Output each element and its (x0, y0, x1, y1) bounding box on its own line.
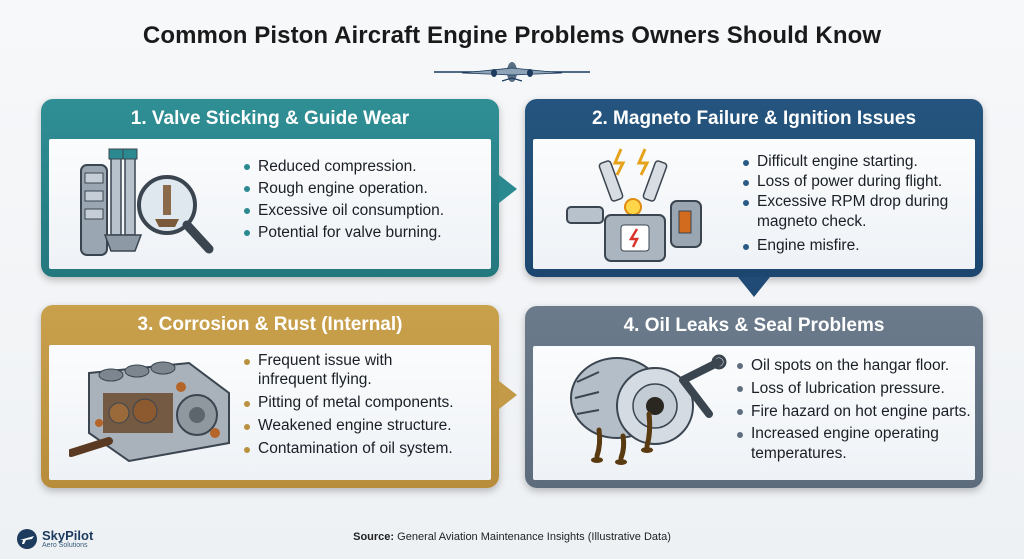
card-heading: 2. Magneto Failure & Ignition Issues (591, 108, 917, 129)
rusted-engine-block-icon (69, 361, 230, 463)
list-item: Loss of power during flight. (743, 172, 973, 192)
list-item: Engine misfire. (743, 236, 973, 256)
list-item: Reduced compression. (244, 156, 444, 178)
list-item: Frequent issue with infrequent flying. (244, 351, 464, 389)
card-body: Oil spots on the hangar floor. Loss of l… (533, 346, 975, 480)
list-item: Weakened engine structure. (244, 416, 464, 435)
brand-tagline: Aero Solutions (42, 541, 88, 549)
valve-magnifier-icon (80, 148, 214, 256)
list-item: Potential for valve burning. (244, 222, 444, 244)
card-oil-leaks: 4. Oil Leaks & Seal Problems Oil spots o… (525, 306, 983, 488)
bullet-list: Difficult engine starting. Loss of power… (743, 152, 973, 256)
flow-arrow-right (499, 175, 517, 203)
page-title: Common Piston Aircraft Engine Problems O… (142, 22, 882, 49)
flow-arrow-right (499, 381, 517, 409)
card-heading: 3. Corrosion & Rust (Internal) (137, 314, 403, 335)
list-item: Rough engine operation. (244, 178, 444, 200)
list-item: Pitting of metal components. (244, 393, 464, 412)
spark-plug-magneto-icon (566, 148, 702, 262)
list-item: Excessive oil consumption. (244, 200, 444, 222)
flow-arrow-down (738, 277, 770, 297)
brand-logo: SkyPilot Aero Solutions (16, 528, 93, 550)
card-heading: 4. Oil Leaks & Seal Problems (623, 315, 885, 336)
list-item: Increased engine operating temperatures. (737, 424, 977, 464)
bullet-list: Reduced compression. Rough engine operat… (244, 156, 444, 244)
list-item: Oil spots on the hangar floor. (737, 355, 977, 377)
source-note: Source: General Aviation Maintenance Ins… (0, 531, 1024, 543)
list-item: Difficult engine starting. (743, 152, 973, 172)
airplane-divider-icon (434, 62, 590, 82)
bullet-list: Frequent issue with infrequent flying. P… (244, 351, 464, 458)
bullet-list: Oil spots on the hangar floor. Loss of l… (737, 355, 977, 464)
card-body: Frequent issue with infrequent flying. P… (49, 345, 491, 480)
card-heading: 1. Valve Sticking & Guide Wear (130, 108, 410, 129)
card-body: Difficult engine starting. Loss of power… (533, 139, 975, 269)
brand-name: SkyPilot (42, 527, 94, 543)
airplane-icon (17, 529, 37, 549)
source-text: General Aviation Maintenance Insights (I… (397, 531, 671, 543)
list-item: Fire hazard on hot engine parts. (737, 401, 977, 423)
card-valve-sticking: 1. Valve Sticking & Guide Wear Reduced c… (41, 99, 499, 277)
card-corrosion-rust: 3. Corrosion & Rust (Internal) Frequent … (41, 305, 499, 488)
list-item: Excessive RPM drop during magneto check. (743, 192, 973, 232)
card-magneto-failure: 2. Magneto Failure & Ignition Issues Dif… (525, 99, 983, 277)
list-item: Contamination of oil system. (244, 439, 464, 458)
card-body: Reduced compression. Rough engine operat… (49, 139, 491, 269)
leaking-engine-wrench-icon (570, 354, 727, 465)
source-label: Source: (353, 531, 395, 543)
list-item: Loss of lubrication pressure. (737, 378, 977, 400)
